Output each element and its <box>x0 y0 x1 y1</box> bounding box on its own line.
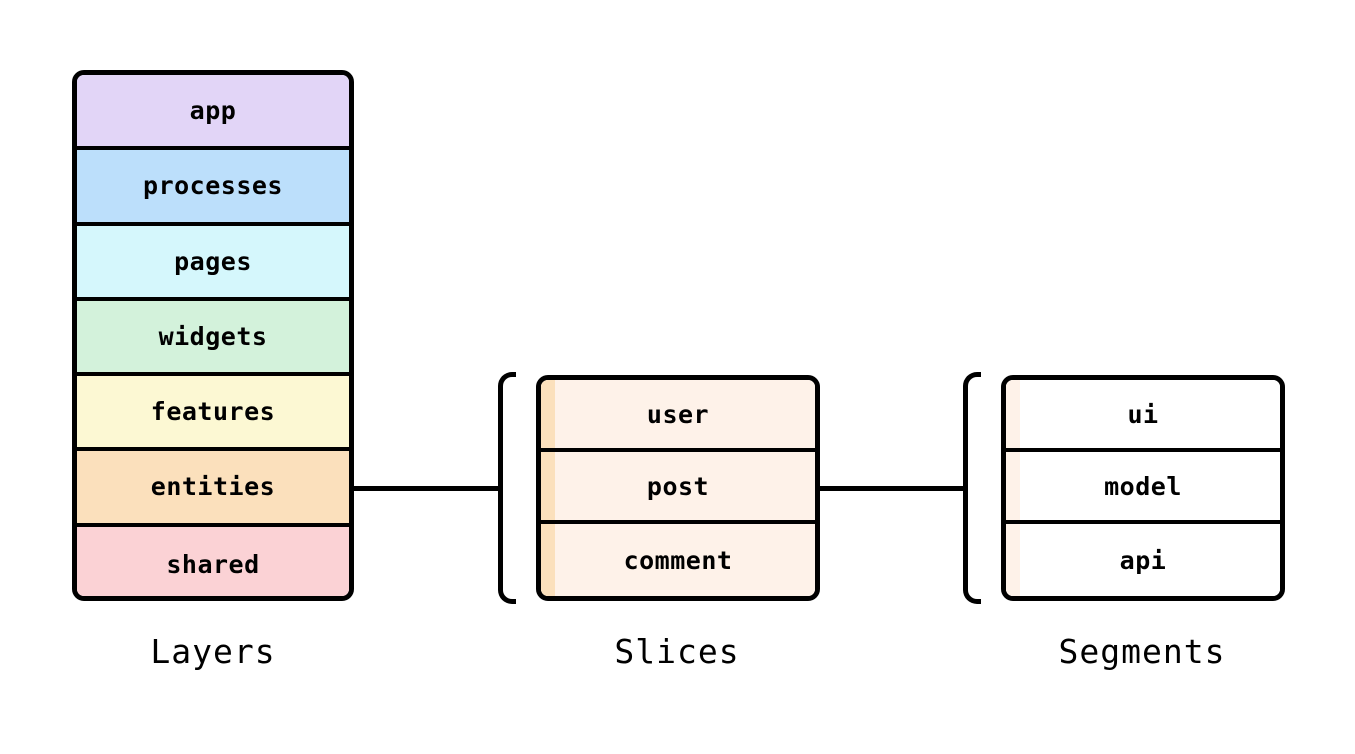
layer-label-widgets: widgets <box>158 321 268 351</box>
connector-layers-to-slices <box>352 486 502 491</box>
slices-stack: user post comment <box>536 375 820 601</box>
slice-label-comment: comment <box>623 545 733 575</box>
row-stripe <box>1006 524 1020 596</box>
row-stripe <box>541 524 555 596</box>
slice-row-user[interactable]: user <box>541 380 815 452</box>
layer-row-widgets[interactable]: widgets <box>77 300 349 377</box>
slice-label-post: post <box>646 471 710 501</box>
layer-label-shared: shared <box>166 549 260 579</box>
row-stripe <box>541 380 555 448</box>
slices-bracket-icon <box>498 372 516 604</box>
row-stripe <box>1006 380 1020 448</box>
layer-label-processes: processes <box>143 171 283 201</box>
segment-row-api[interactable]: api <box>1006 524 1280 596</box>
segment-row-ui[interactable]: ui <box>1006 380 1280 452</box>
caption-layers: Layers <box>150 632 276 671</box>
layer-label-app: app <box>189 96 237 126</box>
segment-label-model: model <box>1104 471 1182 501</box>
layer-row-entities[interactable]: entities <box>77 451 349 527</box>
slice-row-comment[interactable]: comment <box>541 524 815 596</box>
connector-slices-to-segments <box>817 486 967 491</box>
segment-row-model[interactable]: model <box>1006 452 1280 524</box>
layer-row-features[interactable]: features <box>77 376 349 452</box>
segment-label-api: api <box>1119 545 1167 575</box>
segment-label-ui: ui <box>1127 399 1159 429</box>
layer-row-pages[interactable]: pages <box>77 225 349 301</box>
row-stripe <box>541 452 555 520</box>
segments-bracket-icon <box>963 372 981 604</box>
layer-row-app[interactable]: app <box>77 75 349 151</box>
row-stripe <box>1006 452 1020 520</box>
layer-row-shared[interactable]: shared <box>77 526 349 596</box>
segments-stack: ui model api <box>1001 375 1285 601</box>
layer-label-features: features <box>150 397 276 427</box>
layers-stack: app processes pages widgets features ent… <box>72 70 354 601</box>
slice-row-post[interactable]: post <box>541 452 815 524</box>
layer-row-processes[interactable]: processes <box>77 150 349 226</box>
caption-slices: Slices <box>614 632 740 671</box>
caption-segments: Segments <box>1058 632 1226 671</box>
layer-label-entities: entities <box>150 472 276 502</box>
layer-label-pages: pages <box>174 246 252 276</box>
slice-label-user: user <box>646 399 710 429</box>
